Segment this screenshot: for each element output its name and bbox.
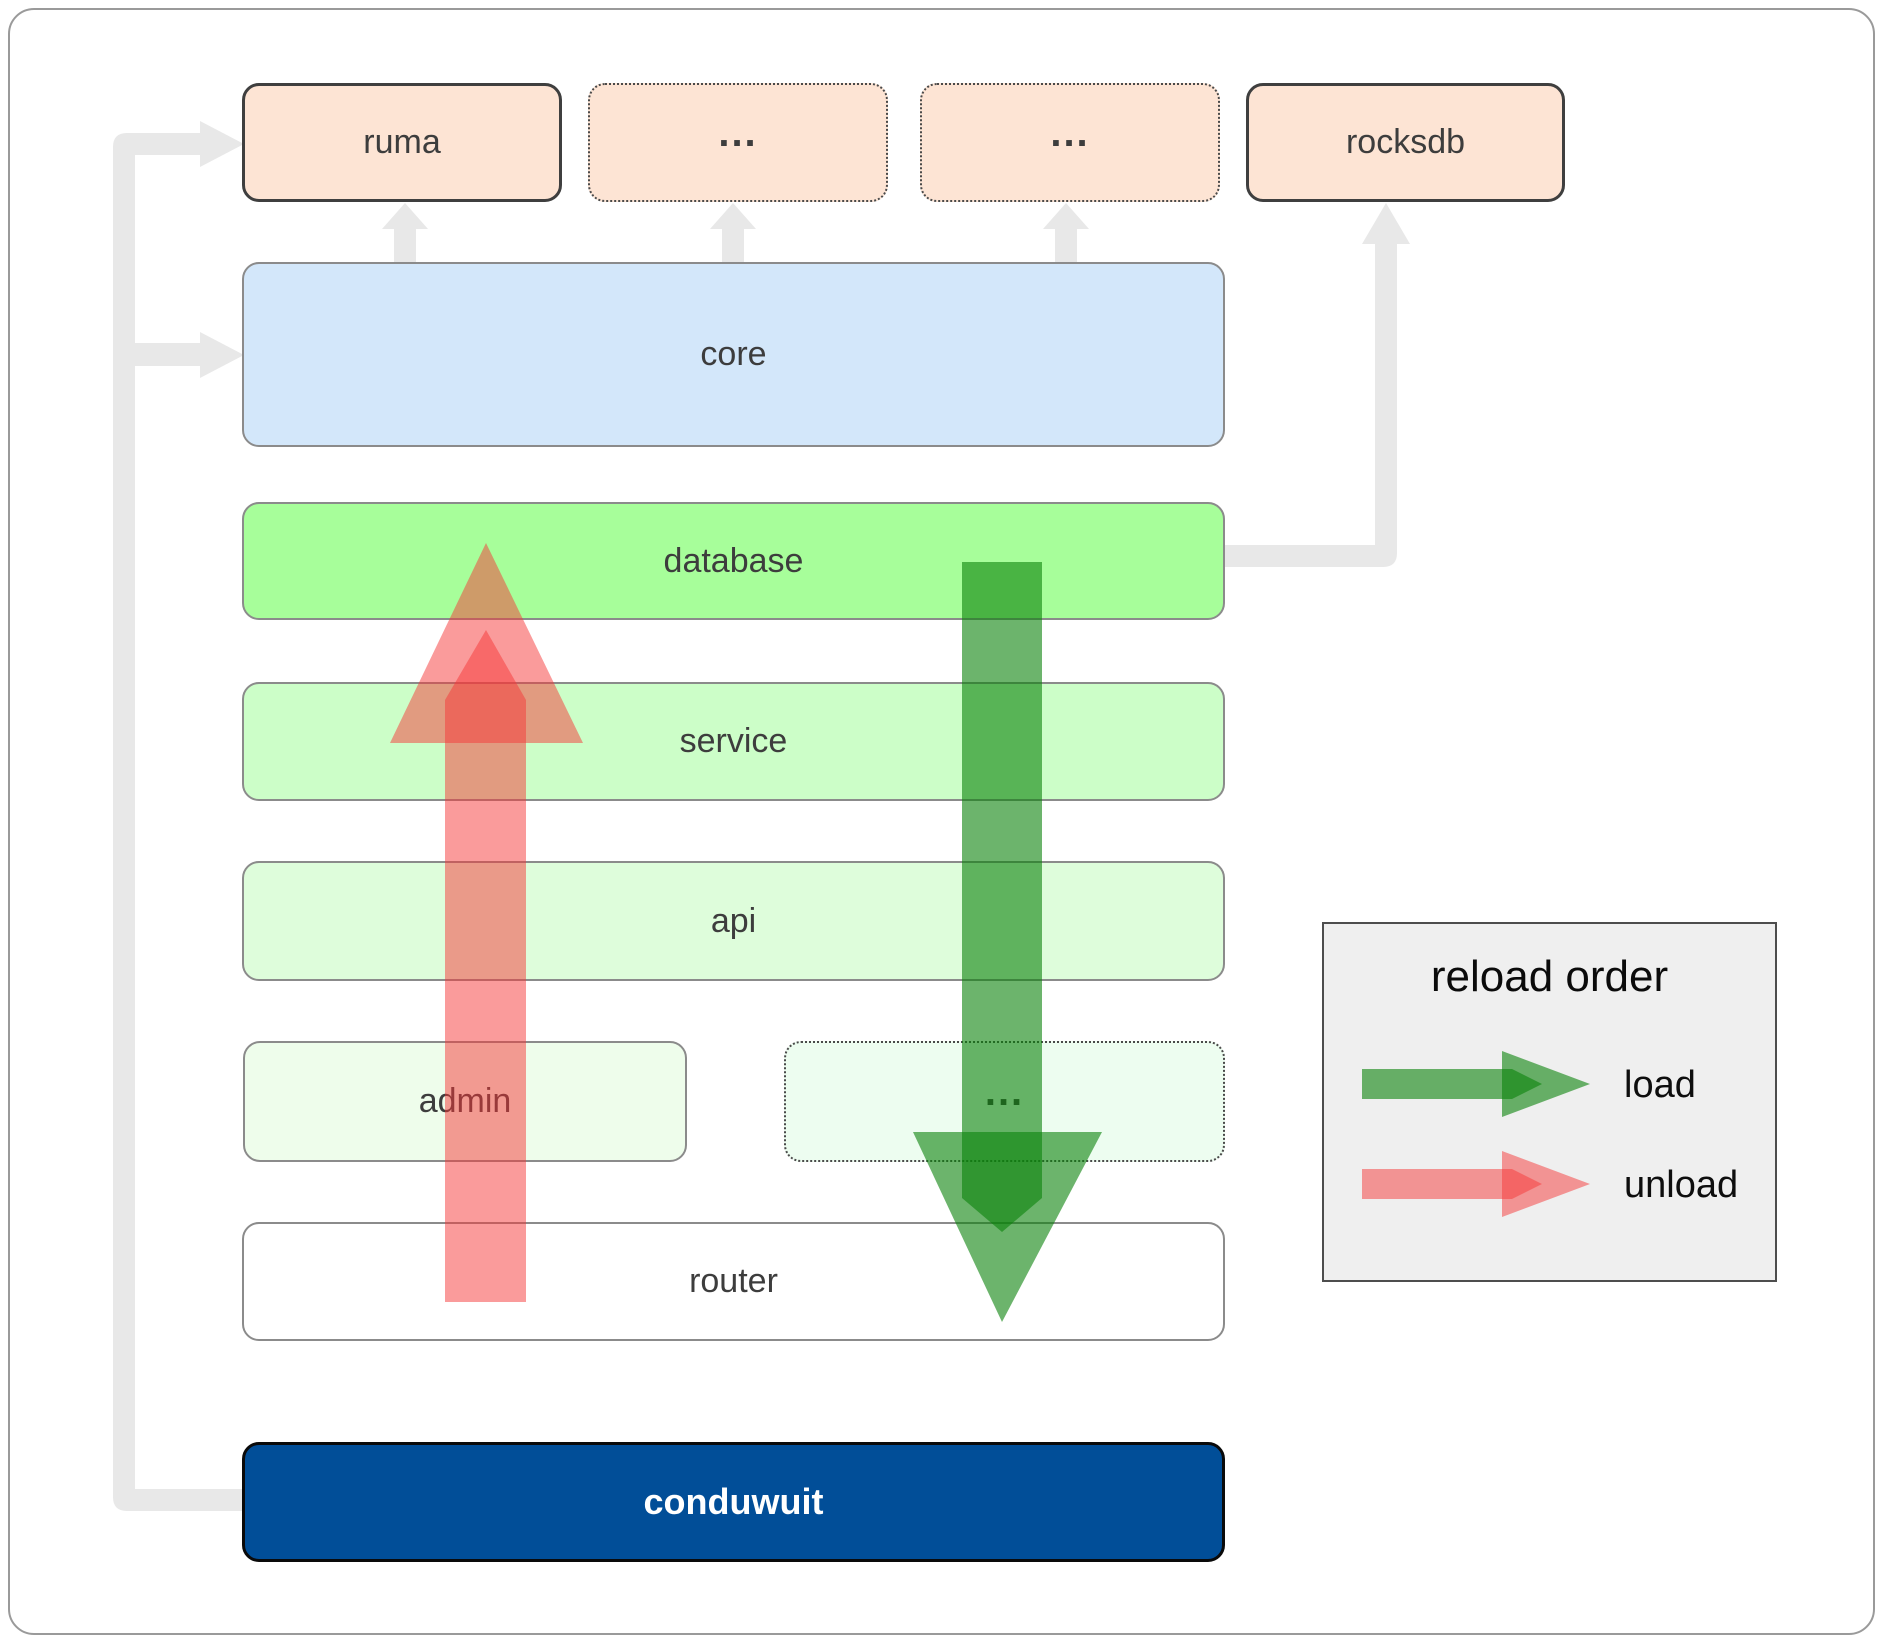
box-ellipsis-admin-row: ... [784, 1041, 1225, 1162]
box-database-label: database [663, 541, 804, 580]
box-core: core [242, 262, 1225, 447]
box-ellipsis-admin-row-label: ... [984, 1070, 1025, 1114]
box-ruma: ruma [242, 83, 562, 202]
box-conduwuit: conduwuit [242, 1442, 1225, 1562]
legend-reload-order: reload order load unload [1322, 922, 1777, 1282]
legend-load-label: load [1624, 1064, 1696, 1106]
box-core-label: core [700, 335, 767, 373]
box-rocksdb-label: rocksdb [1345, 123, 1466, 161]
box-admin-label: admin [418, 1082, 512, 1120]
legend-title: reload order [1430, 952, 1669, 1001]
unload-arrow-icon [1362, 1151, 1590, 1217]
box-router-label: router [689, 1262, 778, 1300]
load-arrow-icon [1362, 1051, 1590, 1117]
box-service-label: service [679, 722, 788, 760]
box-api: api [242, 861, 1225, 981]
box-router: router [242, 1222, 1225, 1341]
legend-unload-label: unload [1624, 1164, 1739, 1206]
box-database: database [242, 502, 1225, 620]
diagram-outer-frame [8, 8, 1875, 1635]
box-ellipsis-top-1: ... [588, 83, 888, 202]
box-service: service [242, 682, 1225, 801]
box-ellipsis-top-2-label: ... [1050, 111, 1090, 155]
box-rocksdb: rocksdb [1246, 83, 1565, 202]
box-api-label: api [710, 901, 757, 940]
box-admin: admin [243, 1041, 687, 1162]
box-ellipsis-top-1-label: ... [718, 111, 758, 155]
box-conduwuit-label: conduwuit [643, 1481, 824, 1522]
box-ellipsis-top-2: ... [920, 83, 1220, 202]
box-ruma-label: ruma [363, 123, 441, 161]
